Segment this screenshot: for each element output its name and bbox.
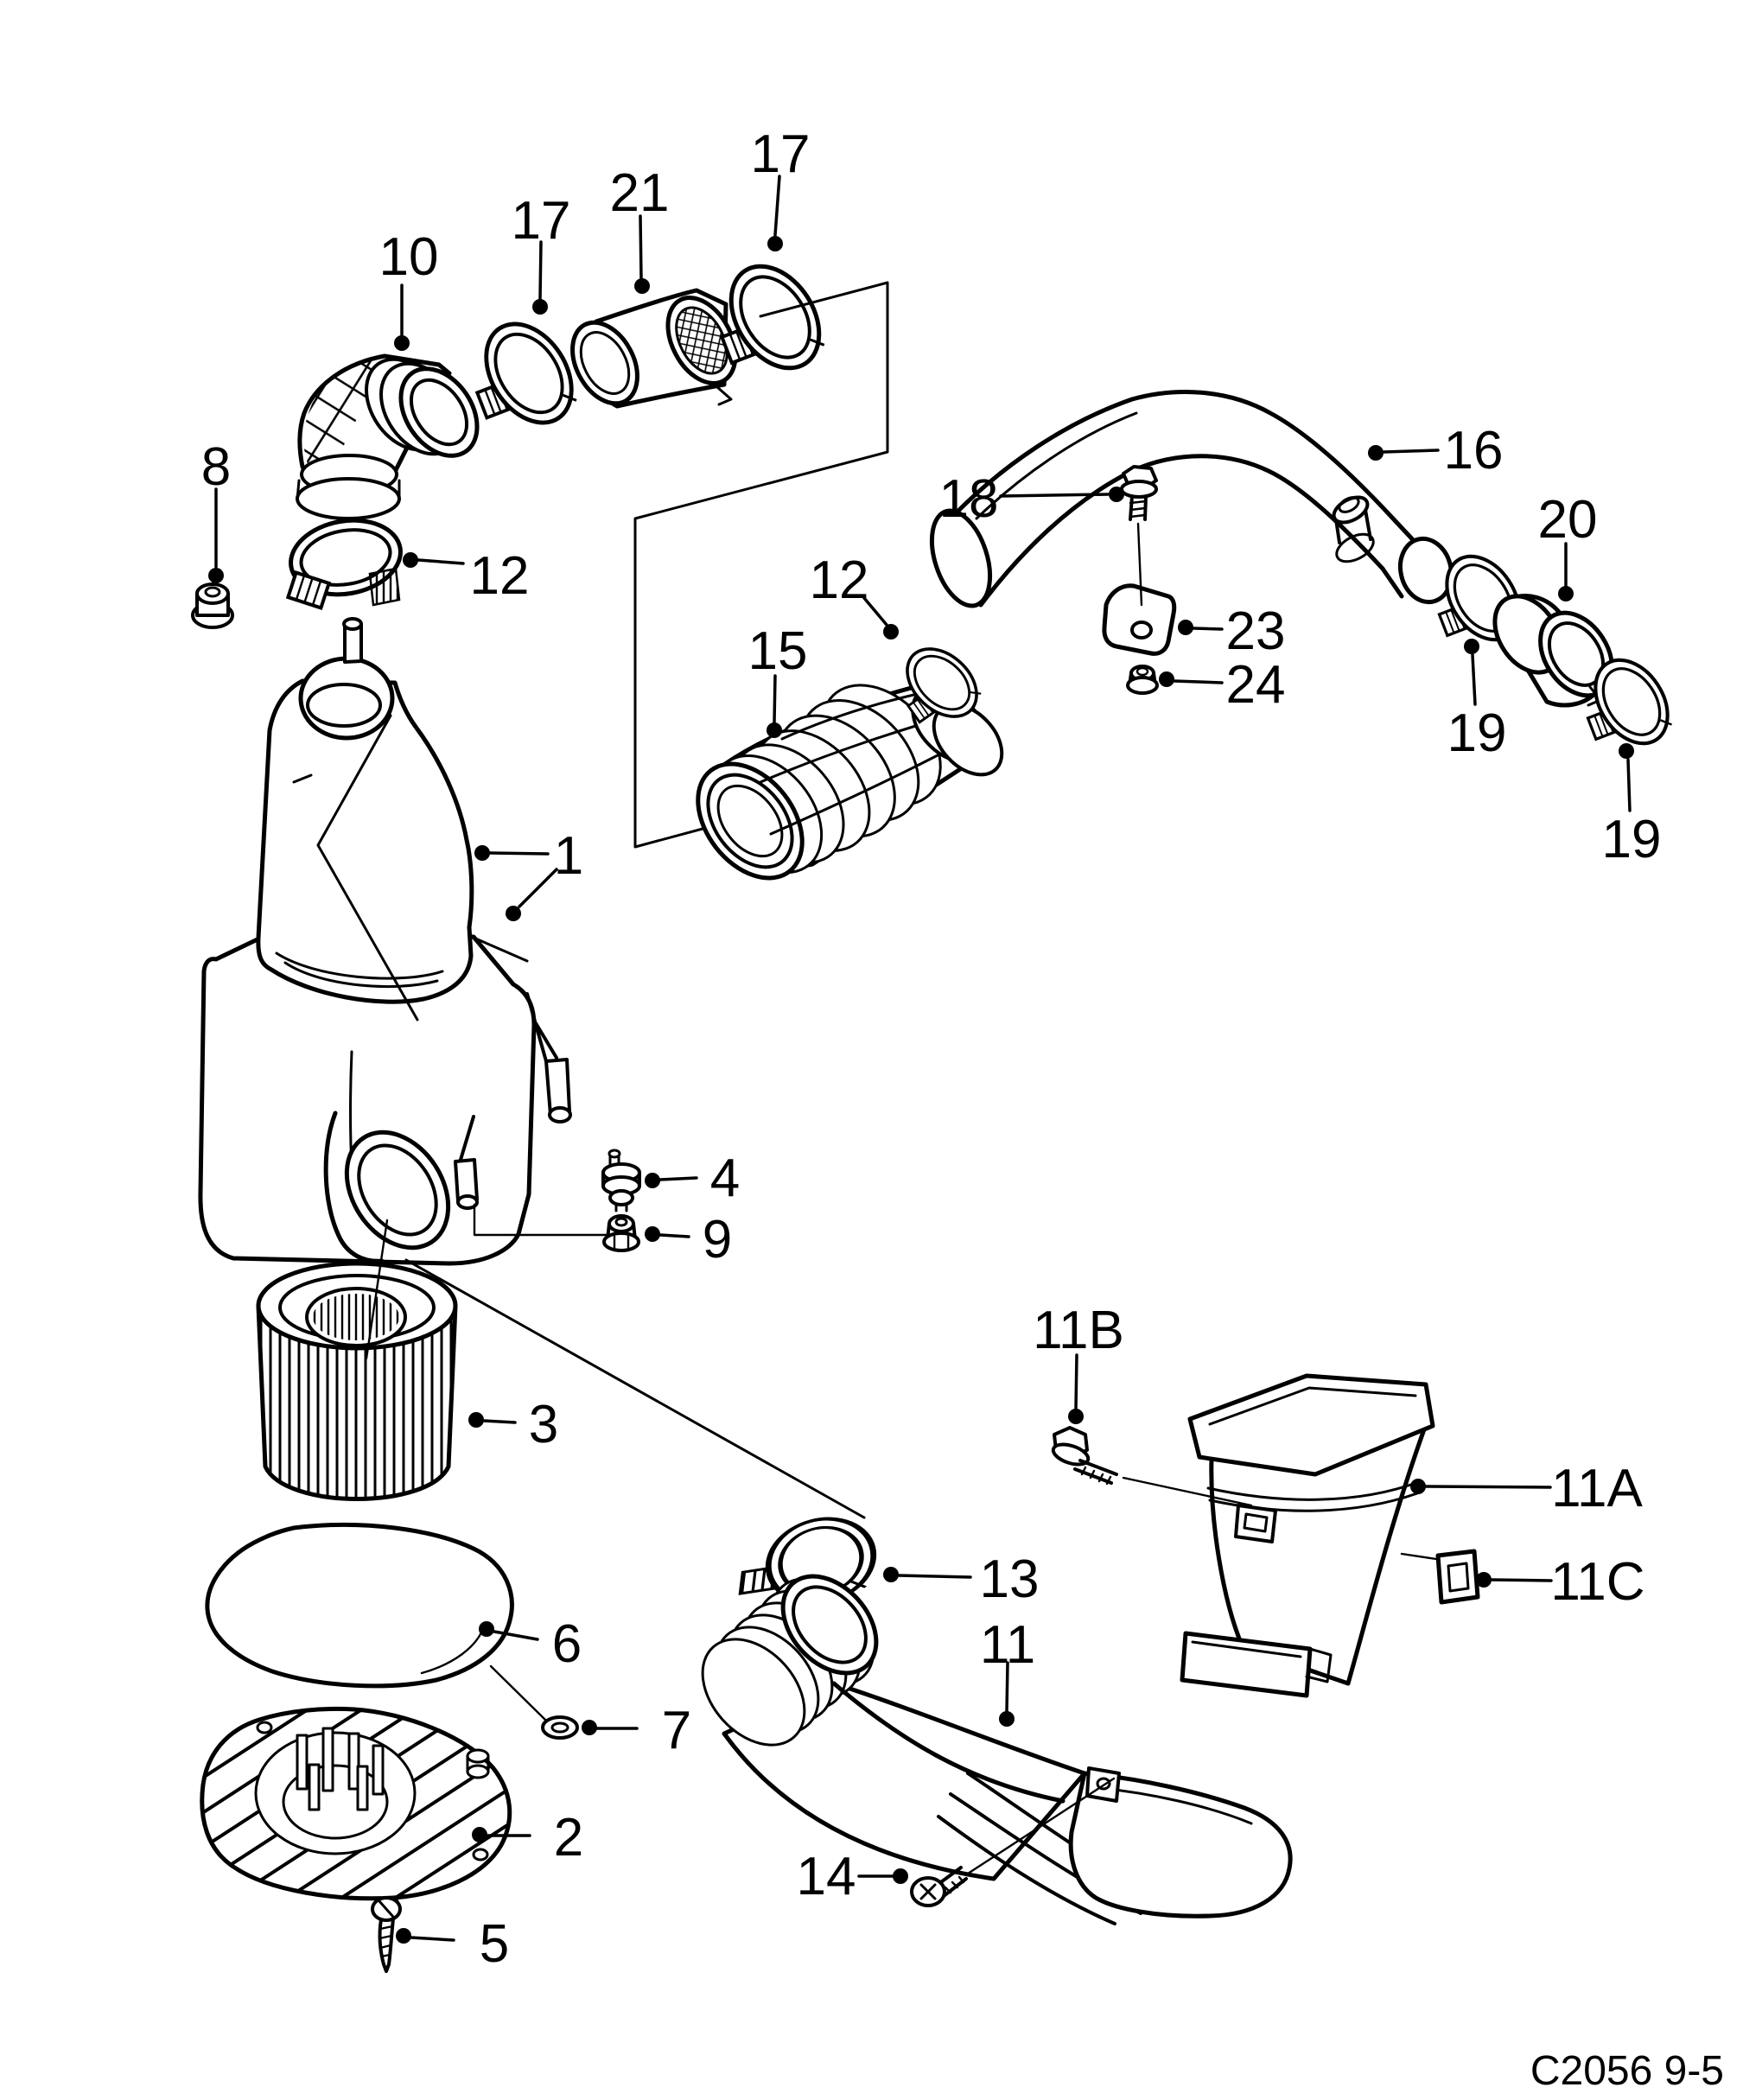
part-2-bottom-plate-drawing xyxy=(200,1706,512,1912)
part-18-bolt-drawing xyxy=(1120,465,1158,607)
part-4-rubber-mount-drawing xyxy=(601,1149,641,1212)
callout-11: 11 xyxy=(980,1615,1035,1675)
leader-11B xyxy=(1068,1353,1084,1424)
callout-15: 15 xyxy=(748,621,808,681)
callout-1: 1 xyxy=(554,826,583,886)
part-11A-air-scoop-drawing xyxy=(1180,1373,1435,1698)
leader-17-2 xyxy=(767,175,783,251)
callout-23: 23 xyxy=(1226,601,1286,661)
leader-1 xyxy=(474,845,558,921)
leader-11A xyxy=(1410,1479,1552,1494)
leader-5 xyxy=(396,1928,455,1944)
part-12-hose-clamp-1-drawing xyxy=(285,518,403,610)
callout-11C: 11C xyxy=(1550,1552,1644,1612)
detail-frame xyxy=(633,281,889,849)
leader-13 xyxy=(883,1567,972,1582)
callout-10: 10 xyxy=(379,227,439,287)
leader-7 xyxy=(582,1720,639,1735)
part-10-intake-elbow-drawing xyxy=(296,353,480,520)
part-11C-clip-nut-drawing xyxy=(1400,1549,1480,1605)
callout-11A: 11A xyxy=(1551,1459,1643,1518)
part-9-nut-drawing xyxy=(602,1214,640,1252)
part-16-intake-pipe-drawing xyxy=(929,390,1454,608)
leader-12-2 xyxy=(862,596,899,640)
leader-15 xyxy=(767,674,782,738)
callout-13: 13 xyxy=(980,1550,1040,1609)
leader-2 xyxy=(472,1827,531,1842)
relation-line-housing-to-duct xyxy=(404,1258,866,1519)
drawing-code-caption: C2056 9-5 xyxy=(1530,2048,1724,2094)
leader-10 xyxy=(394,283,410,351)
part-11-intake-duct-drawing xyxy=(701,1574,1293,1925)
leader-11C xyxy=(1476,1572,1553,1588)
leader-4 xyxy=(645,1173,698,1188)
callout-3: 3 xyxy=(529,1395,558,1454)
callout-12-1: 12 xyxy=(470,546,530,606)
callout-6: 6 xyxy=(552,1614,582,1674)
part-3-filter-element-drawing xyxy=(256,1219,458,1501)
leader-9 xyxy=(645,1226,690,1242)
leader-12-1 xyxy=(403,552,465,568)
part-6-gasket-drawing xyxy=(205,1522,514,1689)
leader-18 xyxy=(999,487,1124,502)
callout-17-1: 17 xyxy=(512,191,571,251)
part-15-corrugated-hose-drawing xyxy=(696,684,1004,881)
leader-19-1 xyxy=(1464,639,1479,706)
leader-3 xyxy=(468,1412,517,1428)
leader-14 xyxy=(857,1868,908,1884)
leader-19-2 xyxy=(1619,743,1634,812)
callout-2: 2 xyxy=(554,1808,583,1868)
callout-17-2: 17 xyxy=(751,124,811,184)
part-5-screw-drawing xyxy=(371,1896,402,1973)
callout-8: 8 xyxy=(201,437,231,497)
callout-20: 20 xyxy=(1538,490,1598,550)
leader-20 xyxy=(1558,542,1574,601)
leader-24 xyxy=(1159,671,1224,687)
callout-14: 14 xyxy=(797,1847,856,1906)
callout-24: 24 xyxy=(1226,655,1286,715)
leader-17-1 xyxy=(532,240,548,315)
leader-16 xyxy=(1368,445,1440,461)
callout-4: 4 xyxy=(710,1149,740,1208)
callout-9: 9 xyxy=(703,1210,732,1270)
part-14-screw-drawing xyxy=(910,1777,1116,1907)
callout-19-1: 19 xyxy=(1447,703,1507,763)
part-24-nut-drawing xyxy=(1126,665,1159,695)
callout-16: 16 xyxy=(1444,421,1504,480)
callout-5: 5 xyxy=(480,1914,509,1974)
part-8-nut-drawing xyxy=(191,582,234,629)
leader-6 xyxy=(479,1621,539,1641)
part-7-washer-drawing xyxy=(489,1664,579,1740)
callout-7: 7 xyxy=(662,1701,691,1760)
leader-8 xyxy=(208,487,224,583)
callout-12-2: 12 xyxy=(810,550,869,610)
callout-18: 18 xyxy=(939,469,999,529)
part-23-bracket-drawing xyxy=(1102,583,1177,656)
leader-11 xyxy=(999,1661,1015,1727)
leader-23 xyxy=(1178,620,1224,635)
callout-11B: 11B xyxy=(1033,1301,1124,1360)
part-11B-bolt-drawing xyxy=(1051,1426,1253,1507)
leader-lines xyxy=(208,175,1634,1944)
part-21-mass-air-flow-sensor-drawing xyxy=(570,288,738,409)
part-1-air-cleaner-housing-drawing xyxy=(198,617,617,1266)
callout-21: 21 xyxy=(610,163,670,223)
leader-21 xyxy=(634,214,650,294)
callout-19-2: 19 xyxy=(1602,810,1662,869)
